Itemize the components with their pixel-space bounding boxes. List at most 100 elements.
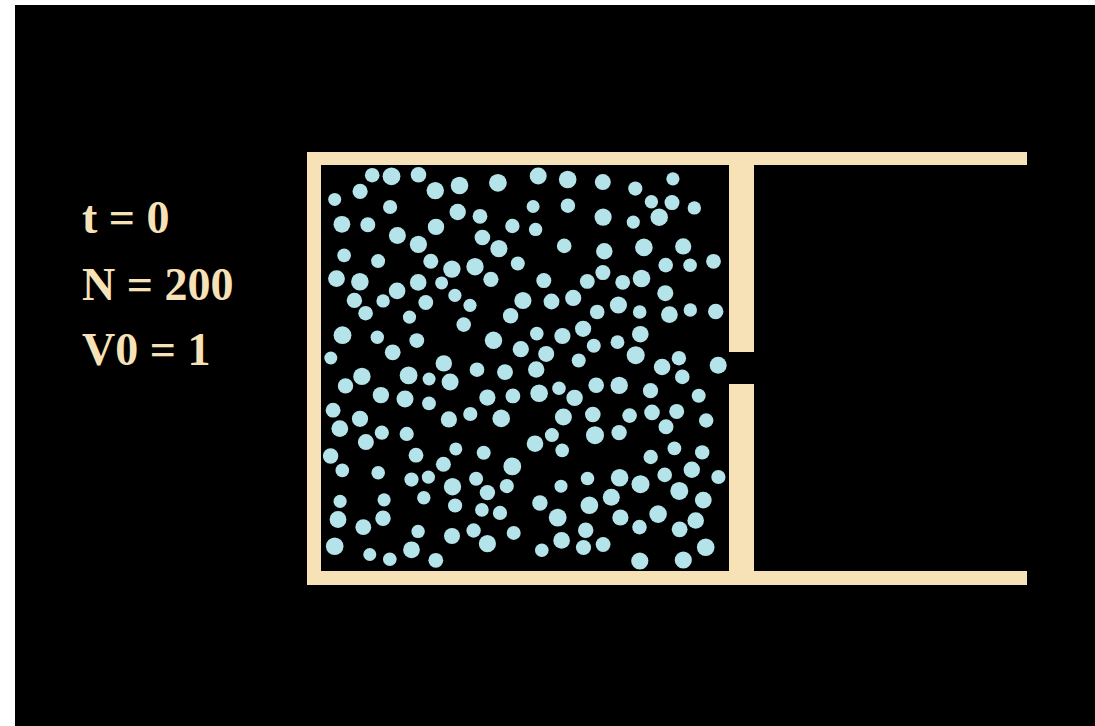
gas-particle <box>544 294 560 310</box>
gas-particle <box>448 498 462 512</box>
gas-particle <box>555 480 568 493</box>
gas-particle <box>441 411 457 427</box>
gas-particle <box>489 174 507 192</box>
gas-particle <box>665 195 680 210</box>
gas-particle <box>675 551 692 568</box>
gas-particle <box>371 466 385 480</box>
parameter-label: V0 = 1 <box>82 327 210 373</box>
gas-particle <box>480 485 495 500</box>
gas-particle <box>552 382 566 396</box>
gas-particle <box>334 216 351 233</box>
gas-particle <box>330 511 347 528</box>
gas-particle <box>549 509 567 527</box>
gas-particle <box>675 238 691 254</box>
gas-particle <box>672 521 688 537</box>
gas-particle <box>451 177 469 195</box>
gas-particle <box>575 321 591 337</box>
gas-particle <box>351 273 369 291</box>
gas-particle <box>527 435 544 452</box>
gas-particle <box>334 495 347 508</box>
gas-particle <box>545 428 559 442</box>
gas-particle <box>511 257 525 271</box>
gas-particle <box>450 204 466 220</box>
gas-particle <box>595 265 610 280</box>
gas-particle <box>337 249 351 263</box>
gas-particle <box>353 184 368 199</box>
gas-particle <box>375 426 389 440</box>
gas-particle <box>443 260 460 277</box>
gas-particle <box>695 445 709 459</box>
gas-particle <box>603 489 620 506</box>
gas-particle <box>417 491 430 504</box>
gas-particle <box>470 362 485 377</box>
gas-particle <box>536 273 551 288</box>
gas-particle <box>463 299 476 312</box>
gas-particle <box>711 470 725 484</box>
gas-particle <box>404 473 418 487</box>
gas-particle <box>506 389 521 404</box>
partition-upper <box>729 152 754 352</box>
gas-particle <box>692 389 706 403</box>
gas-particle <box>479 390 495 406</box>
gas-particle <box>336 464 350 478</box>
gas-particle <box>331 420 348 437</box>
gas-particle <box>469 472 483 486</box>
gas-particle <box>555 444 569 458</box>
gas-particle <box>410 274 427 291</box>
gas-particle <box>565 290 581 306</box>
gas-particle <box>397 391 414 408</box>
gas-particle <box>435 276 448 289</box>
gas-particle <box>611 425 626 440</box>
gas-particle <box>581 472 595 486</box>
gas-particle <box>559 171 577 189</box>
gas-particle <box>684 462 700 478</box>
background <box>15 5 1095 726</box>
gas-particle <box>485 332 502 349</box>
gas-particle <box>635 239 653 257</box>
gas-particle <box>645 195 658 208</box>
gas-particle <box>338 378 353 393</box>
gas-particle <box>385 344 401 360</box>
gas-particle <box>610 296 627 313</box>
gas-particle <box>530 327 544 341</box>
partition-lower <box>729 384 754 585</box>
gas-particle <box>323 448 338 463</box>
gas-particle <box>611 377 628 394</box>
gas-particle <box>710 357 727 374</box>
gas-particle <box>535 543 549 557</box>
gas-particle <box>479 535 496 552</box>
container-walls <box>307 152 1027 585</box>
bottom-wall <box>307 571 1027 585</box>
gas-particle <box>527 200 540 213</box>
gas-particle <box>444 478 461 495</box>
gas-particle <box>633 270 651 288</box>
gas-particle <box>514 292 531 309</box>
gas-particle <box>684 303 697 316</box>
gas-particle <box>436 457 451 472</box>
gas-particle <box>500 479 514 493</box>
gas-particle <box>409 333 424 348</box>
gas-particle <box>411 167 427 183</box>
parameter-label: N = 200 <box>82 262 233 308</box>
gas-particle <box>622 408 637 423</box>
gas-particle <box>383 553 397 567</box>
gas-particle <box>326 403 341 418</box>
gas-particle <box>659 419 674 434</box>
gas-particle <box>687 512 704 529</box>
gas-particle <box>389 227 406 244</box>
gas-particle <box>475 230 491 246</box>
gas-particle <box>644 405 660 421</box>
gas-particle <box>503 458 521 476</box>
gas-particle <box>695 492 712 509</box>
gas-particle <box>590 305 605 320</box>
gas-particle <box>644 450 658 464</box>
gas-particle <box>428 553 443 568</box>
gas-particle <box>448 289 461 302</box>
gas-particle <box>324 352 337 365</box>
gas-particle <box>588 377 604 393</box>
gas-particle <box>373 387 389 403</box>
gas-particle <box>699 413 713 427</box>
gas-particle <box>389 283 406 300</box>
gas-particle <box>612 509 628 525</box>
